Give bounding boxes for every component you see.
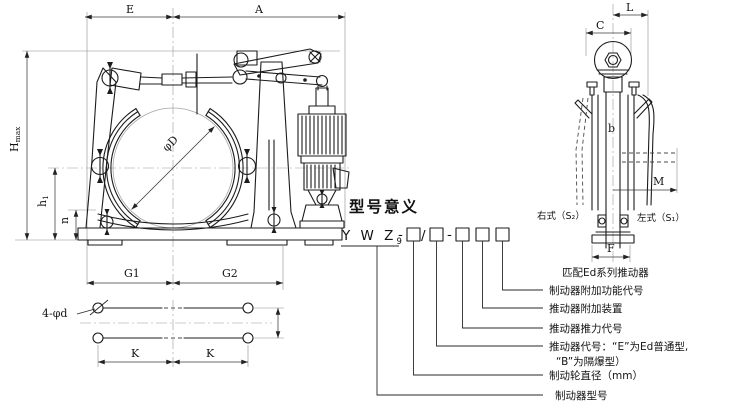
side-base [591, 214, 635, 244]
pin-icon [237, 149, 257, 183]
dim-label-A: A [254, 3, 264, 16]
code-box-3 [455, 227, 470, 242]
dim-label-n: n [58, 217, 71, 224]
side-head [593, 40, 633, 80]
callout-thruster-attachment: 推动器附加装置 [549, 302, 623, 315]
code-box-1 [406, 227, 421, 242]
main-view-dimensions: E A Hmax h1 n φD G1 G2 [8, 3, 345, 286]
spring-rod-assembly [109, 53, 233, 115]
callout-labels: 制动器附加功能代号 推动器附加装置 推动器推力代号 推动器代号：“E”为Ed普通… [549, 284, 688, 402]
bolt-pattern-lines [80, 307, 272, 339]
left-style-label: 左式（S₁） [637, 212, 685, 224]
side-dimensions-top: L C [586, 1, 648, 36]
side-view: L C b [537, 1, 685, 279]
dim-label-C: C [596, 19, 604, 32]
dim-label-L: L [626, 1, 634, 14]
callout-thruster-code-line1: 推动器代号：“E”为Ed普通型, [549, 340, 688, 353]
pin-icon [90, 149, 110, 183]
right-brake-arm [250, 61, 297, 229]
model-code: Y W Z9 - / - [341, 227, 510, 247]
dim-label-M: M [653, 175, 664, 188]
release-lever-solid [637, 94, 650, 206]
pin-icon [267, 207, 281, 233]
thruster-pin-icon [316, 190, 328, 208]
thruster [297, 87, 350, 229]
side-dimension-M: M [613, 148, 678, 193]
base-plate [77, 227, 343, 246]
code-slash: / [421, 228, 429, 244]
callout-brake-model: 制动器型号 [555, 389, 608, 402]
code-box-5 [495, 227, 510, 242]
hole-label-4phid: 4-φd [42, 307, 67, 320]
dim-label-G2: G2 [222, 267, 238, 280]
callout-wheel-diameter: 制动轮直径（mm） [549, 369, 643, 382]
code-dash-2: - [447, 227, 455, 243]
lever-end-target-icon [308, 50, 322, 64]
side-body: b [574, 76, 655, 249]
hole-callout: 4-φd [42, 299, 109, 320]
code-dash-1: - [398, 227, 406, 243]
side-dimension-F: F [591, 242, 631, 262]
dim-label-K-left: K [131, 347, 140, 360]
code-box-4 [475, 227, 490, 242]
dim-label-G1: G1 [124, 267, 140, 280]
pin-icon [100, 209, 114, 235]
dim-label-b: b [608, 122, 615, 135]
bolt-pattern-view: 4-φd K K [42, 299, 284, 367]
right-style-label: 右式（S₂） [537, 210, 585, 222]
model-code-text: Y W Z9 [341, 228, 402, 247]
pin-icon [101, 62, 119, 94]
callout-function-code: 制动器附加功能代号 [549, 284, 644, 297]
code-box-2 [429, 227, 444, 242]
callout-thruster-force-code: 推动器推力代号 [549, 322, 623, 335]
dim-label-Hmax: Hmax [8, 126, 22, 152]
dim-label-phiD: φD [160, 133, 181, 154]
model-legend: 型号意义 Y W Z9 - / - 制动器附加功能代号 推动器附加装置 推动器推… [341, 197, 688, 402]
legend-heading: 型号意义 [349, 197, 419, 216]
callout-thruster-code-line2: “B”为隔爆型） [556, 355, 626, 368]
dim-label-h1: h1 [36, 195, 50, 207]
callout-lines [376, 241, 543, 396]
main-front-view: E A Hmax h1 n φD G1 G2 [8, 3, 352, 292]
released-lever-dashed [575, 97, 584, 206]
dim-label-K-right: K [206, 347, 215, 360]
dim-label-F: F [607, 242, 615, 255]
thruster-match-note: 匹配Ed系列推动器 [562, 266, 649, 279]
dim-label-E: E [126, 3, 134, 16]
hinge-pins [90, 62, 281, 235]
top-lever-linkage [232, 48, 329, 91]
bottom-tie-rod [97, 213, 249, 231]
bolt-pattern-dimensions: K K [97, 300, 284, 367]
